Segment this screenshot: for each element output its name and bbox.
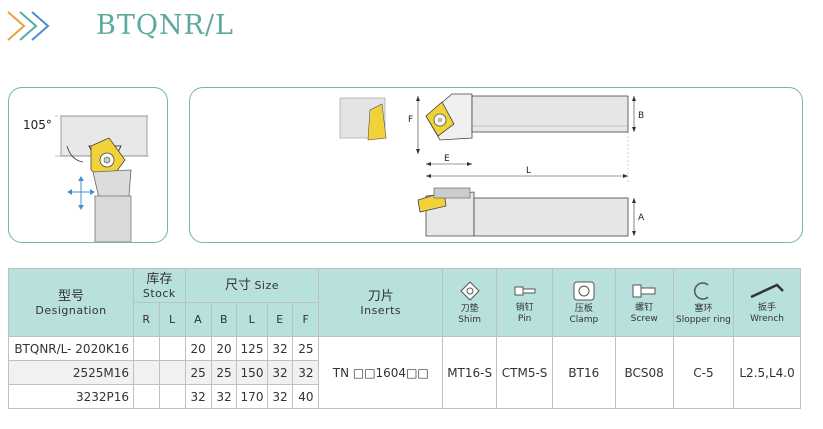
size-f-cell: 40 [292, 384, 320, 409]
stock-r-cell [132, 360, 160, 385]
size-e-cell: 32 [266, 360, 294, 385]
screw-icon [632, 284, 656, 297]
designation-cell: 3232P16 [8, 384, 134, 409]
col-shim: 刀垫 Shim [442, 268, 498, 337]
dim-label-a: A [638, 213, 645, 223]
table-row: 2525M16 25 25 150 32 32 [8, 360, 801, 385]
tool-head-diagram [55, 115, 149, 242]
col-inserts: 刀片 Inserts [318, 268, 444, 337]
size-e-cell: 32 [266, 384, 294, 409]
size-a-cell: 25 [184, 360, 212, 385]
size-a-cell: 32 [184, 384, 212, 409]
screw-cell: BCS08 [614, 336, 674, 409]
col-clamp: 压板 Clamp [552, 268, 616, 337]
size-b-cell: 25 [210, 360, 238, 385]
col-pin: 销钉 Pin [496, 268, 554, 337]
size-l-cell: 150 [236, 360, 268, 385]
size-f-cell: 32 [292, 360, 320, 385]
insert-cell: TN □□1604□□ [318, 336, 444, 409]
spec-table: 型号 Designation 库存 Stock 尺寸 Size 刀片 Inser… [8, 268, 801, 409]
page-header: BTQNR/L [6, 6, 406, 46]
table-row: 3232P16 32 32 170 32 40 [8, 384, 801, 409]
stock-r-cell [132, 384, 160, 409]
size-a-cell: 20 [184, 336, 212, 361]
col-stock: 库存 Stock [132, 268, 186, 303]
designation-cell: 2525M16 [8, 360, 134, 385]
table-row: BTQNR/L- 2020K16 20 20 125 32 25 TN □□16… [8, 336, 801, 409]
size-l-cell: 170 [236, 384, 268, 409]
col-stock-l: L [158, 302, 186, 337]
dimension-diagram-panel: F B E L A [189, 87, 803, 243]
shim-cell: MT16-S [442, 336, 498, 409]
col-stock-r: R [132, 302, 160, 337]
col-screw: 螺钉 Screw [614, 268, 674, 337]
col-wrench: 扳手 Wrench [733, 268, 801, 337]
tool-dimension-diagram: F B E L A [339, 93, 645, 237]
col-size: 尺寸 Size [184, 268, 320, 303]
col-size-l: L [236, 302, 268, 337]
clamp-icon [573, 281, 595, 300]
dim-label-f: F [408, 115, 413, 125]
designation-cell: BTQNR/L- 2020K16 [8, 336, 134, 361]
col-ring: 塞环 Slopper ring [672, 268, 735, 337]
col-size-a: A [184, 302, 212, 337]
size-b-cell: 32 [210, 384, 238, 409]
shim-icon [459, 280, 480, 301]
approach-angle-label: 105° [23, 118, 52, 132]
dim-label-e: E [444, 154, 450, 164]
stock-l-cell [158, 336, 186, 361]
wrench-icon [750, 282, 784, 298]
size-f-cell: 25 [292, 336, 320, 361]
pin-cell: CTM5-S [496, 336, 554, 409]
ring-icon [694, 281, 709, 300]
ring-cell: C-5 [672, 336, 735, 409]
dim-label-l: L [526, 166, 531, 176]
col-designation: 型号 Designation [8, 268, 134, 337]
angle-diagram-panel: 105° [8, 87, 168, 243]
col-size-b: B [210, 302, 238, 337]
stock-l-cell [158, 360, 186, 385]
chevron-right-icon [7, 11, 50, 41]
stock-r-cell [132, 336, 160, 361]
pin-icon [514, 286, 536, 295]
dim-label-b: B [638, 111, 644, 121]
clamp-cell: BT16 [552, 336, 616, 409]
col-size-f: F [292, 302, 320, 337]
size-e-cell: 32 [266, 336, 294, 361]
size-b-cell: 20 [210, 336, 238, 361]
stock-l-cell [158, 384, 186, 409]
col-size-e: E [266, 302, 294, 337]
size-l-cell: 125 [236, 336, 268, 361]
wrench-cell: L2.5,L4.0 [733, 336, 801, 409]
page-title: BTQNR/L [96, 10, 234, 41]
